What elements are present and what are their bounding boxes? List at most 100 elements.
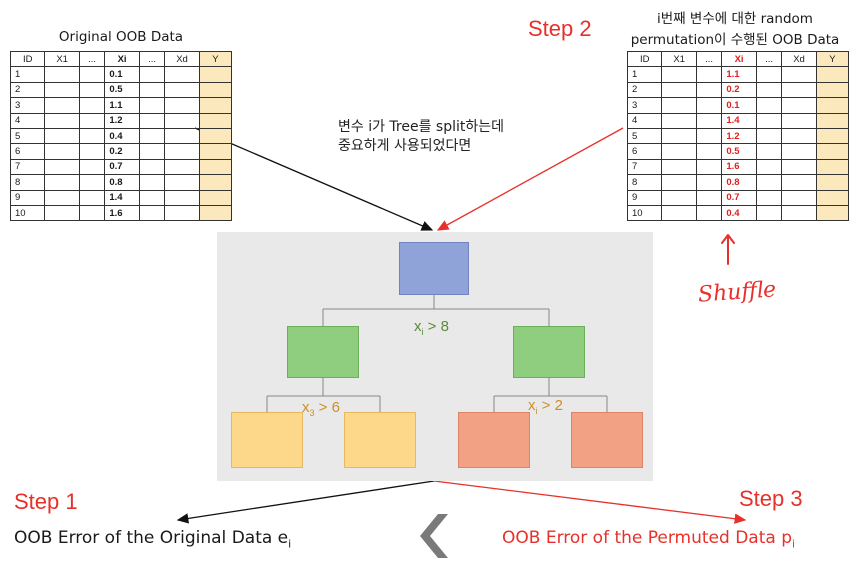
left-empty-cell: [164, 66, 200, 83]
left-y-cell: [198, 81, 233, 99]
right-y-cell: [815, 204, 850, 222]
step1-label: Step 1: [14, 489, 78, 514]
left-header-cell: X1: [44, 50, 80, 68]
left-header-cell: Xi: [104, 50, 140, 68]
right-empty-cell: [781, 112, 817, 129]
right-empty-cell: [661, 66, 697, 83]
left-id-cell: 1: [9, 66, 46, 83]
right-xi-cell: 0.1: [721, 97, 757, 114]
tree-root-node: [399, 242, 469, 295]
right-y-cell: [815, 97, 850, 114]
right-xi-cell: 1.4: [721, 112, 757, 129]
tree-leaf-1: [231, 412, 303, 468]
left-xi-cell: 0.5: [104, 81, 140, 99]
left-header-cell: Xd: [164, 50, 200, 68]
right-header-cell: Xd: [781, 50, 817, 68]
condition-note: 변수 i가 Tree를 split하는데 중요하게 사용되었다면: [338, 118, 504, 156]
left-y-cell: [198, 174, 233, 191]
right-empty-cell: [781, 204, 817, 222]
right-empty-cell: [661, 112, 697, 129]
left-empty-cell: [164, 97, 200, 114]
left-empty-cell: [164, 204, 200, 222]
arrow-left-table-to-tree: [194, 127, 434, 231]
left-y-cell: [198, 204, 233, 222]
right-y-cell: [815, 127, 850, 145]
tree-leaf-4: [571, 412, 643, 468]
left-xi-cell: 0.1: [104, 66, 140, 83]
right-y-cell: [815, 81, 850, 99]
right-xi-cell: 0.2: [721, 81, 757, 99]
right-empty-cell: [781, 97, 817, 114]
step3-label: Step 3: [739, 486, 803, 511]
left-y-cell: [198, 189, 233, 206]
left-header-cell: ID: [9, 50, 46, 68]
left-empty-cell: [44, 204, 80, 222]
tree-leaf-3: [458, 412, 530, 468]
left-empty-cell: [164, 81, 200, 99]
left-header-cell: Y: [198, 50, 233, 68]
right-table-title-line1: i번째 변수에 대한 random: [657, 11, 813, 27]
right-header-cell: ...: [755, 50, 783, 68]
right-xi-cell: 1.1: [721, 66, 757, 83]
condition-note-line2: 중요하게 사용되었다면: [338, 138, 472, 154]
right-empty-cell: [661, 97, 697, 114]
left-id-cell: 2: [9, 81, 46, 99]
left-empty-cell: [44, 66, 80, 83]
right-table-title-line2: permutation이 수행된 OOB Data: [630, 32, 840, 48]
right-empty-cell: [661, 204, 697, 222]
right-y-cell: [815, 112, 850, 129]
left-id-cell: 4: [9, 112, 46, 129]
left-y-cell: [198, 97, 233, 114]
chevron-left-icon: [420, 514, 448, 558]
left-xi-cell: 1.6: [104, 204, 140, 222]
right-empty-cell: [781, 81, 817, 99]
right-header-cell: X1: [661, 50, 697, 68]
tree-left-node: [287, 326, 359, 378]
left-table-title: Original OOB Data: [58, 29, 184, 45]
right-header-cell: ID: [626, 50, 663, 68]
root-split-condition: xi > 8: [414, 318, 449, 337]
permuted-error-label: OOB Error of the Permuted Data pi: [502, 528, 796, 551]
right-xi-cell: 1.2: [721, 127, 757, 145]
tree-right-node: [513, 326, 585, 378]
right-header-cell: Xi: [721, 50, 757, 68]
left-empty-cell: [44, 97, 80, 114]
original-error-label: OOB Error of the Original Data ei: [14, 528, 292, 551]
left-y-cell: [198, 112, 233, 129]
left-empty-cell: [44, 112, 80, 129]
right-id-cell: 10: [626, 204, 663, 222]
step2-label: Step 2: [528, 16, 592, 41]
right-header-cell: Y: [815, 50, 850, 68]
left-empty-cell: [44, 81, 80, 99]
left-xi-cell: 1.1: [104, 97, 140, 114]
right-y-cell: [815, 174, 850, 191]
arrow-right-table-to-tree: [436, 127, 624, 231]
arrow-tree-to-step3: [433, 480, 747, 524]
left-id-cell: 10: [9, 204, 46, 222]
arrow-up-icon: [721, 234, 735, 265]
left-id-cell: 3: [9, 97, 46, 114]
right-empty-cell: [781, 66, 817, 83]
left-y-cell: [198, 158, 233, 176]
